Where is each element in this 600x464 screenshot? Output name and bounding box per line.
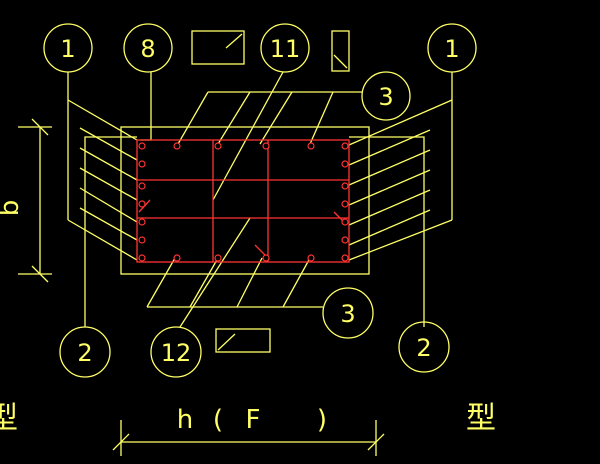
leader-2-left [84,136,137,327]
bubble-3-top-label: 3 [378,83,393,111]
bubble-2-left [59,326,111,378]
side-label-right: 型 [466,401,496,436]
leader-3-bottom [146,257,323,308]
bubble-3-bottom-label: 3 [340,300,355,328]
leader-12 [179,217,251,328]
bubble-8 [123,23,173,73]
bubble-12 [150,326,202,378]
rebar-cage [136,139,350,263]
dimension-paren-open: ( [213,405,223,435]
bubble-2-right [398,321,450,373]
bubble-1-top-left [43,23,93,73]
marker-top-small [331,30,350,72]
marker-top-rect [191,30,245,65]
bubble-2-left-label: 2 [77,339,92,367]
concrete-outline [120,126,370,275]
leader-8 [140,72,152,141]
leader-2-right [349,136,425,327]
leader-11 [212,71,284,201]
leader-3-top [177,91,363,145]
rebar-dots [138,142,349,262]
bubble-1-top-right [427,23,477,73]
dimension-b-label: b [0,200,25,217]
dimension-h-label: h [177,405,193,435]
dimension-b [18,118,52,283]
bubble-11 [260,23,310,73]
dimension-paren-close: ) [317,405,327,435]
bubble-12-label: 12 [161,339,192,367]
bubble-8-label: 8 [140,35,155,63]
bubble-3-top [361,71,411,121]
dimension-f-label: F [246,405,261,435]
bubble-11-label: 11 [270,35,301,63]
bubble-2-right-label: 2 [416,334,431,362]
bubble-1-top-right-label: 1 [444,35,459,63]
marker-bottom-rect [215,328,271,353]
bubble-1-top-left-label: 1 [60,35,75,63]
dimension-h [112,420,385,456]
leader-top-left [67,72,138,261]
bubble-3-bottom [322,287,374,339]
side-label-left: 型 [0,401,18,436]
leader-top-right [348,72,453,261]
